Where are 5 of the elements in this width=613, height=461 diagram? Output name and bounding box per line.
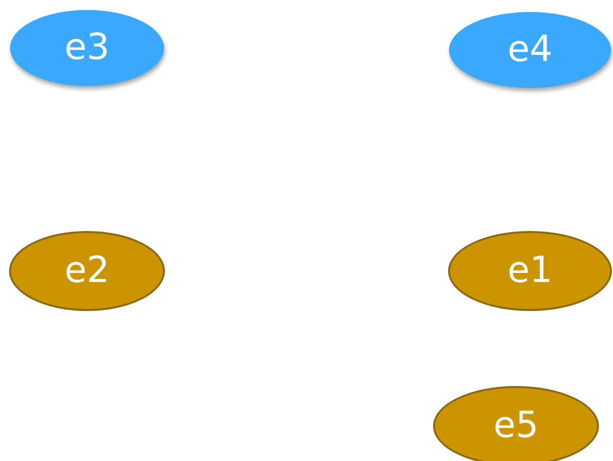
ellipse-node: e3 [10,10,164,86]
ellipse-node: e5 [433,386,599,461]
ellipse-node: e2 [9,231,165,311]
ellipse-node: e1 [448,231,612,311]
ellipse-node: e4 [449,12,611,88]
